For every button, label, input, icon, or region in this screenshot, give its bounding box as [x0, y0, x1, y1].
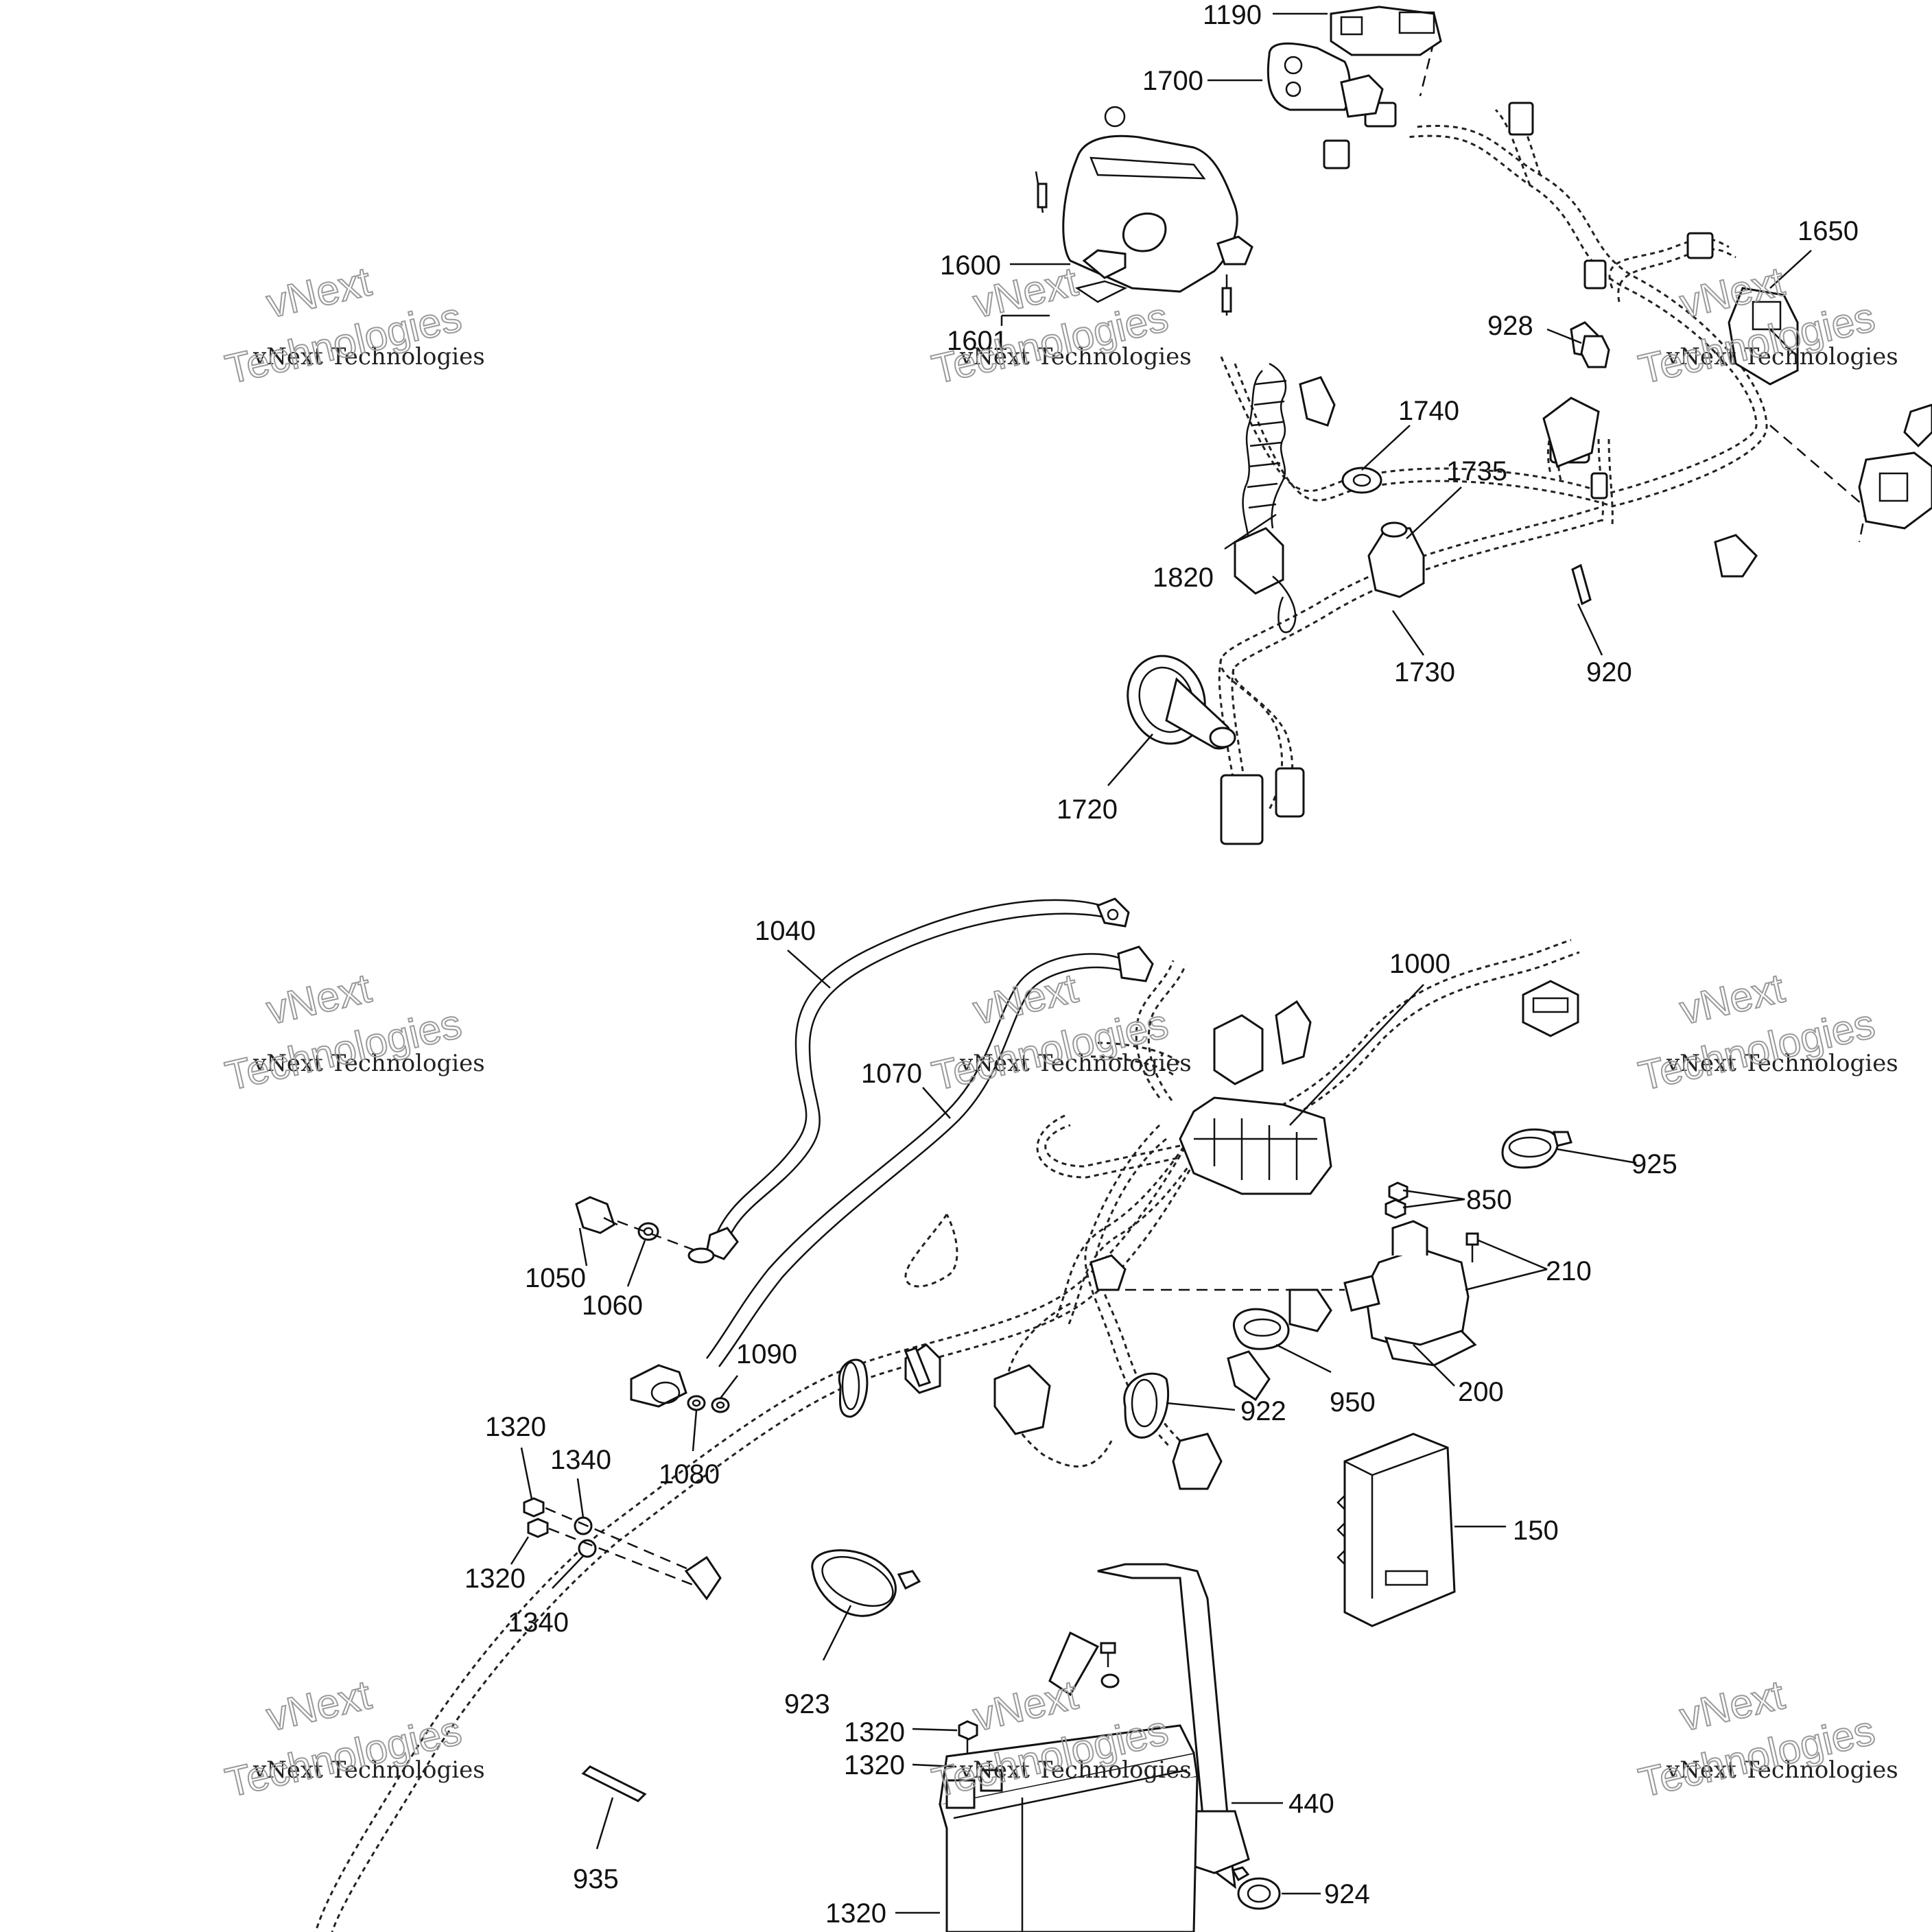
callout-1060: 1060 [582, 1291, 643, 1321]
part-1070-cable [630, 945, 1154, 1408]
svg-text:vNext Technologies: vNext Technologies [252, 343, 485, 370]
svg-text:vNext Technologies: vNext Technologies [252, 1756, 485, 1784]
callout-1050: 1050 [525, 1263, 586, 1293]
callout-1090: 1090 [736, 1339, 797, 1369]
right-edge-connector-parts [1858, 403, 1932, 530]
callout-210: 210 [1546, 1256, 1592, 1286]
part-1040-cable [687, 897, 1130, 1264]
svg-text:vNext Technologies: vNext Technologies [252, 1050, 485, 1077]
callout-1601: 1601 [947, 326, 1008, 356]
part-1050-bolt [575, 1196, 618, 1234]
part-928-clip [1580, 335, 1610, 368]
callout-440: 440 [1288, 1789, 1334, 1819]
part-1320-battery [939, 1724, 1199, 1932]
watermark-6: vNext vNext Technologies Technologies [1634, 964, 1898, 1100]
callout-950: 950 [1330, 1387, 1376, 1417]
callout-1040: 1040 [755, 916, 816, 946]
part-1820-lanyard [1234, 362, 1336, 633]
part-935-tie [581, 1765, 647, 1802]
part-1190-connector [1330, 5, 1442, 56]
callout-1340-a: 1340 [550, 1445, 611, 1475]
svg-text:vNext Technologies: vNext Technologies [959, 343, 1192, 370]
part-1080-washer [687, 1395, 706, 1411]
callout-1735: 1735 [1446, 456, 1507, 486]
callout-1650: 1650 [1798, 216, 1859, 246]
part-1060-washer [637, 1222, 659, 1241]
part-1735-switch [1367, 521, 1425, 598]
callout-150: 150 [1513, 1516, 1559, 1546]
callout-1320-b: 1320 [464, 1564, 526, 1594]
svg-text:vNext Technologies: vNext Technologies [1666, 1756, 1898, 1784]
part-925-tie [1501, 1128, 1572, 1169]
part-923-tie [811, 1549, 921, 1617]
callout-1320-e: 1320 [825, 1898, 886, 1929]
misc-ties [838, 1347, 931, 1418]
watermark-1: vNext vNext Technologies Technologies [220, 257, 485, 393]
callout-1820: 1820 [1153, 563, 1214, 593]
strap-screw [1100, 1642, 1120, 1688]
callout-1000: 1000 [1389, 949, 1450, 979]
part-1320-screws-left [523, 1497, 549, 1538]
svg-text:vNext Technologies: vNext Technologies [1666, 1050, 1898, 1077]
part-1650-sensor [1728, 287, 1799, 386]
callout-1600: 1600 [940, 250, 1001, 281]
callout-1320-d: 1320 [844, 1750, 905, 1780]
callout-1080: 1080 [659, 1459, 720, 1489]
svg-text:vNext Technologies: vNext Technologies [959, 1050, 1192, 1077]
callout-1320-a: 1320 [485, 1412, 546, 1442]
callout-923: 923 [784, 1689, 830, 1719]
part-1700-switch [1267, 42, 1384, 118]
callout-1320-c: 1320 [844, 1717, 905, 1747]
part-1600-gauge-cluster [1035, 106, 1253, 316]
callout-925: 925 [1631, 1149, 1677, 1179]
callout-1730: 1730 [1394, 657, 1455, 687]
part-150-module [1336, 1433, 1456, 1627]
part-200-solenoid [1125, 1220, 1477, 1367]
part-920-tie [1571, 563, 1592, 606]
svg-text:vNext Technologies: vNext Technologies [1666, 343, 1898, 370]
callout-850: 850 [1466, 1185, 1512, 1215]
watermark-3: vNext vNext Technologies Technologies [1634, 257, 1898, 393]
callout-935: 935 [573, 1864, 619, 1894]
callout-1740: 1740 [1398, 396, 1459, 426]
part-922-tie [1123, 1372, 1170, 1439]
svg-text:vNext Technologies: vNext Technologies [959, 1756, 1192, 1784]
part-850-nuts [1385, 1181, 1409, 1219]
part-1340-washers-left [574, 1516, 597, 1558]
callout-928: 928 [1487, 311, 1533, 341]
callout-labels: 1190 1700 1600 1601 1650 928 1740 1735 1… [464, 0, 1859, 1929]
part-1720-grommet [1127, 655, 1236, 750]
callout-1700: 1700 [1142, 66, 1203, 96]
part-1740-washer [1341, 467, 1382, 494]
watermark-4: vNext vNext Technologies Technologies [220, 964, 485, 1100]
leader-lines [510, 12, 1812, 1914]
watermark-7: vNext vNext Technologies Technologies [220, 1671, 485, 1806]
callout-924: 924 [1324, 1879, 1370, 1909]
callout-200: 200 [1458, 1377, 1504, 1407]
callout-1070: 1070 [861, 1059, 922, 1089]
callout-1720: 1720 [1057, 794, 1118, 825]
part-950-tie [1232, 1308, 1290, 1350]
part-924-clip [1231, 1866, 1281, 1910]
callout-1190: 1190 [1203, 0, 1262, 30]
watermark-9: vNext vNext Technologies Technologies [1634, 1671, 1898, 1806]
watermark-5: vNext vNext Technologies Technologies [927, 964, 1192, 1100]
upper-harness [1218, 40, 1868, 845]
part-1090-washer [711, 1397, 730, 1413]
callout-922: 922 [1240, 1396, 1286, 1426]
callout-1340-b: 1340 [508, 1607, 569, 1638]
callout-920: 920 [1586, 657, 1632, 687]
